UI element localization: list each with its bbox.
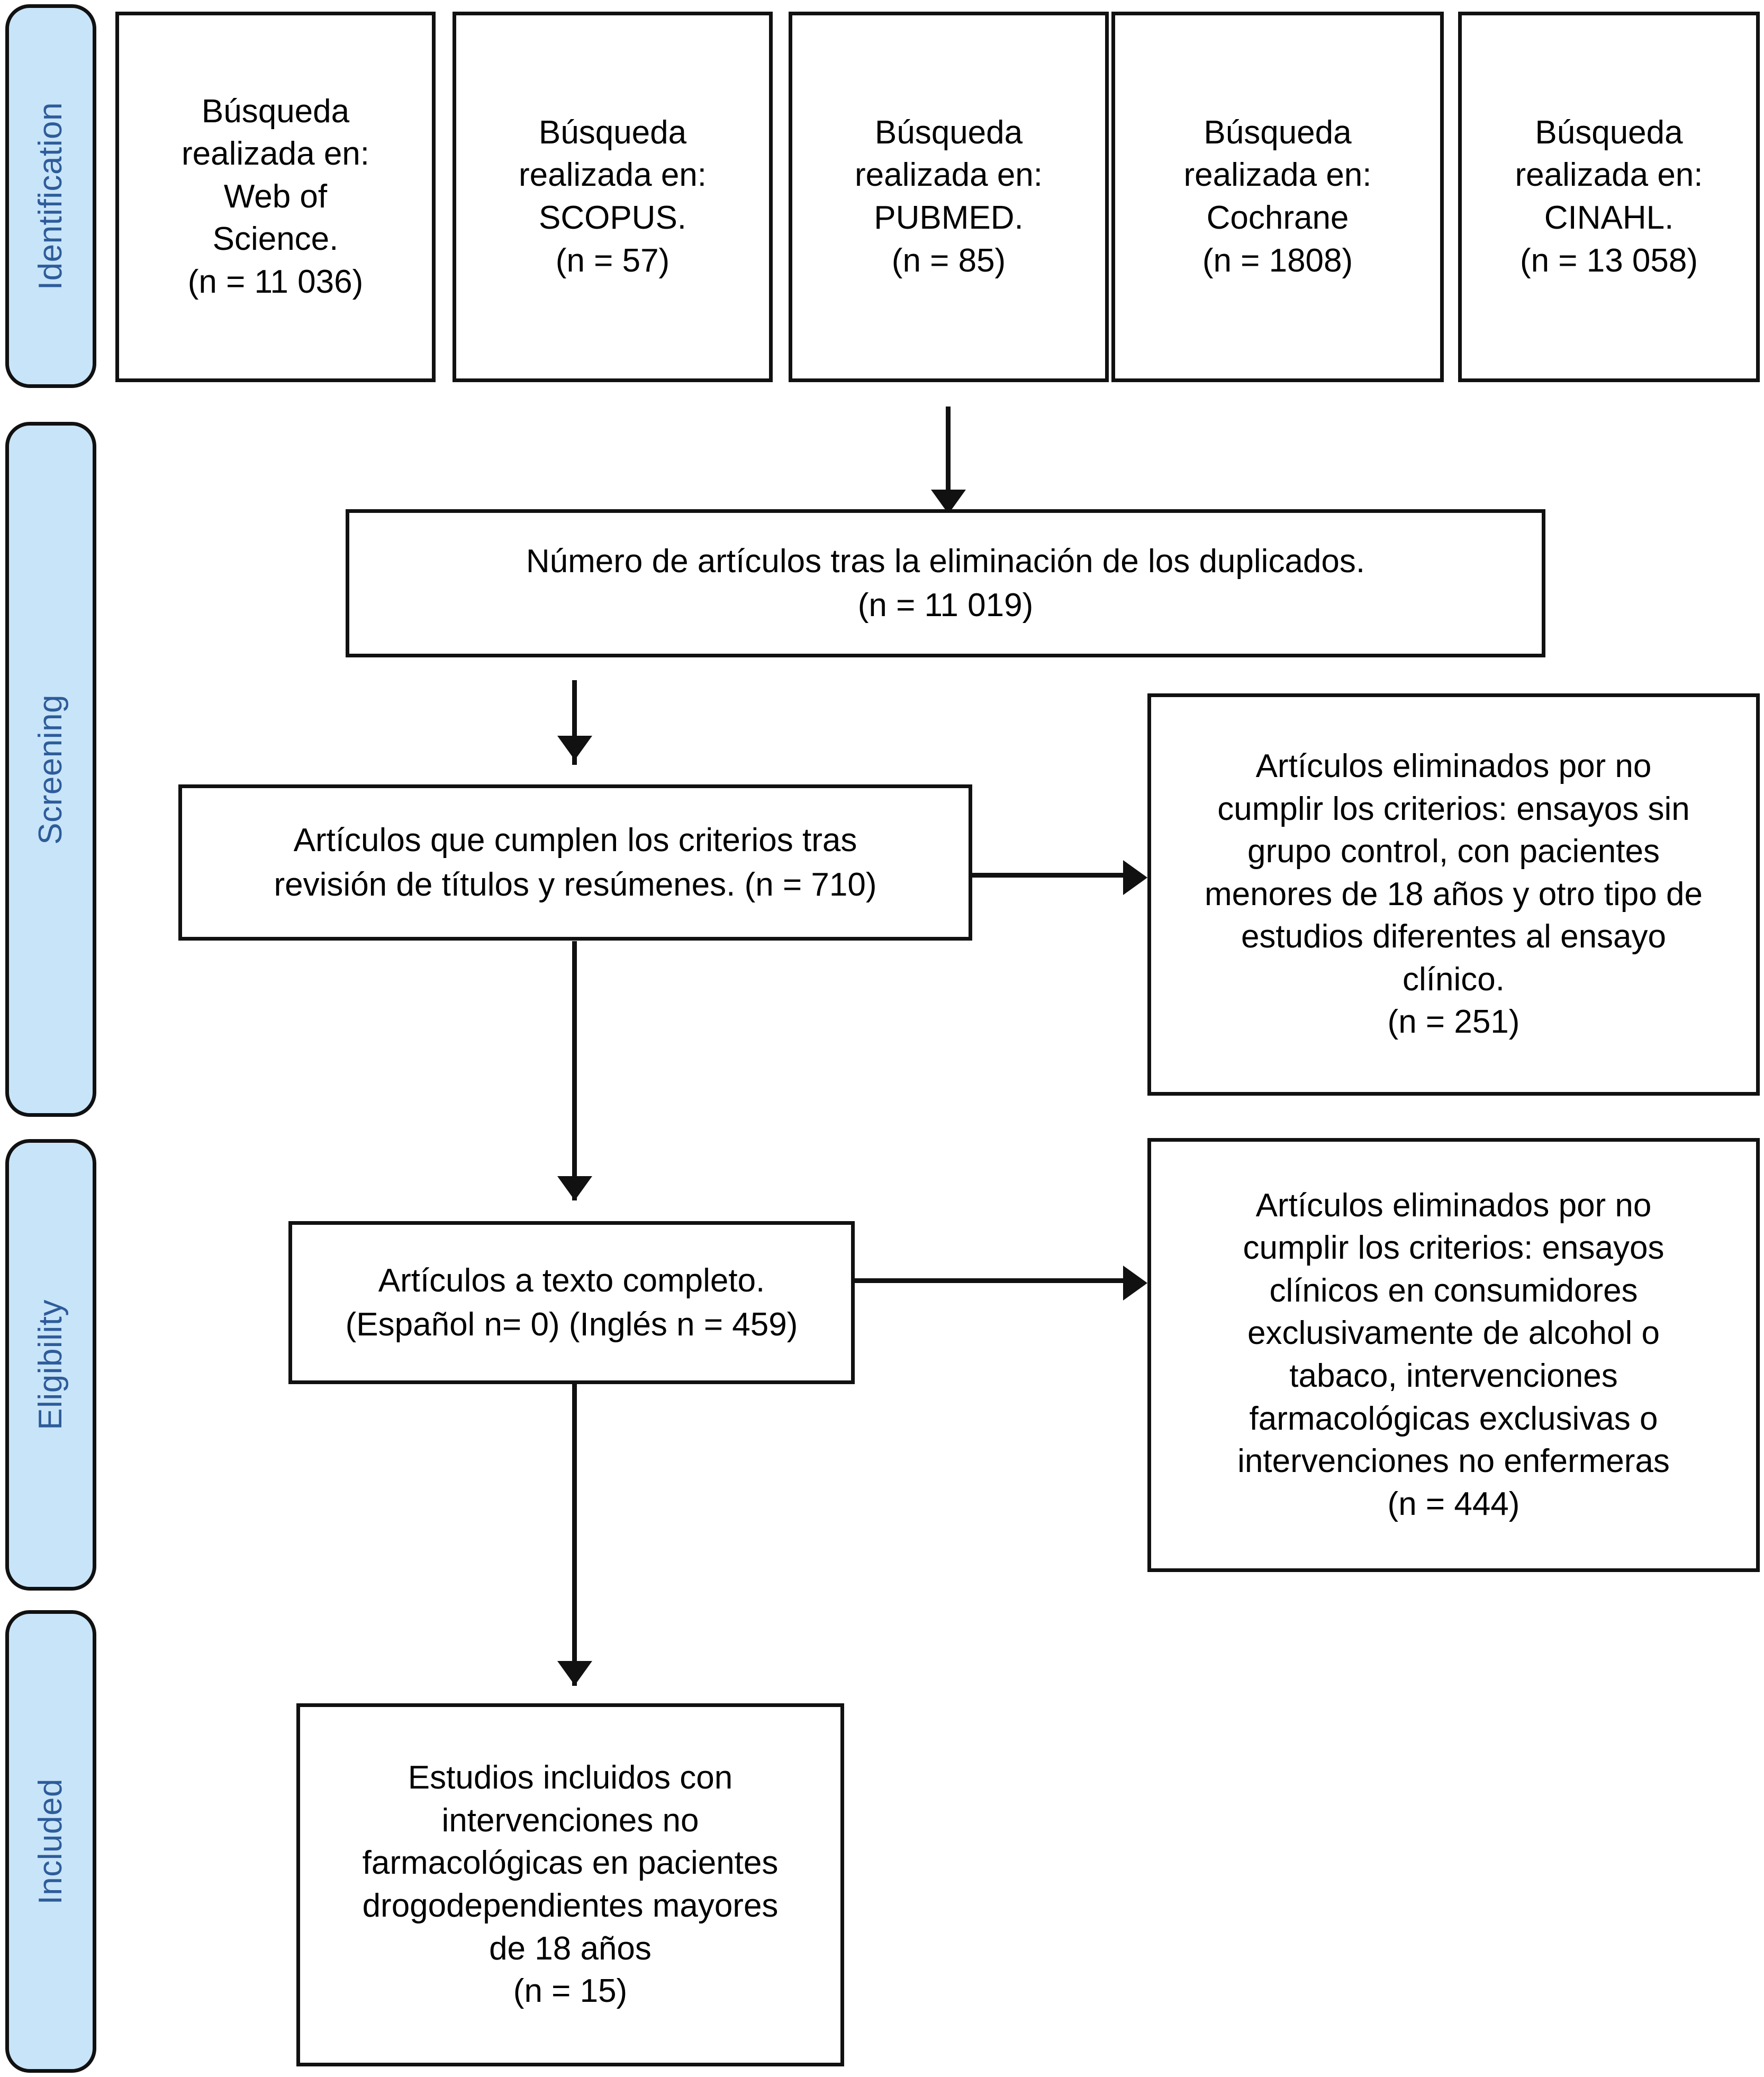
source-text-pubmed: Búsqueda realizada en: PUBMED. (n = 85) xyxy=(854,114,1043,279)
connector-screened-to-full-text xyxy=(572,941,577,1200)
stage-pill-identification: Identification xyxy=(5,4,96,388)
arrowhead-full-text-to-exclusion-2 xyxy=(1123,1266,1147,1301)
box-title-abstract-screened: Artículos que cumplen los criterios tras… xyxy=(178,784,972,941)
text-full-text-articles: Artículos a texto completo. (Español n= … xyxy=(345,1262,798,1343)
stage-label-identification: Identification xyxy=(32,102,69,291)
text-exclusion-screening: Artículos eliminados por no cumplir los … xyxy=(1205,747,1703,1041)
stage-label-included: Included xyxy=(32,1778,69,1905)
text-included-studies: Estudios incluidos con intervenciones no… xyxy=(362,1759,779,2010)
source-text-cochrane: Búsqueda realizada en: Cochrane (n = 180… xyxy=(1183,114,1372,279)
stage-pill-eligibility: Eligibility xyxy=(5,1139,96,1591)
source-text-web-of-science: Búsqueda realizada en: Web of Science. (… xyxy=(181,93,370,300)
connector-screened-to-exclusion-1 xyxy=(971,873,1132,878)
box-included-studies: Estudios incluidos con intervenciones no… xyxy=(296,1703,844,2066)
connector-full-text-to-exclusion-2 xyxy=(853,1278,1132,1283)
box-exclusion-screening: Artículos eliminados por no cumplir los … xyxy=(1147,693,1760,1096)
box-exclusion-eligibility: Artículos eliminados por no cumplir los … xyxy=(1147,1138,1760,1572)
stage-pill-screening: Screening xyxy=(5,422,96,1117)
connector-full-text-to-included xyxy=(572,1384,577,1686)
source-box-pubmed: Búsqueda realizada en: PUBMED. (n = 85) xyxy=(789,12,1109,382)
arrowhead-screened-to-exclusion-1 xyxy=(1123,860,1147,895)
arrowhead-screened-to-full-text xyxy=(557,1176,592,1200)
source-text-cinahl: Búsqueda realizada en: CINAHL. (n = 13 0… xyxy=(1515,114,1703,279)
source-box-web-of-science: Búsqueda realizada en: Web of Science. (… xyxy=(115,12,436,382)
text-title-abstract-screened: Artículos que cumplen los criterios tras… xyxy=(274,822,877,903)
source-box-scopus: Búsqueda realizada en: SCOPUS. (n = 57) xyxy=(453,12,773,382)
source-box-cochrane: Búsqueda realizada en: Cochrane (n = 180… xyxy=(1111,12,1444,382)
stage-label-eligibility: Eligibility xyxy=(32,1299,69,1430)
connector-sources-to-duplicates xyxy=(946,407,951,514)
text-exclusion-eligibility: Artículos eliminados por no cumplir los … xyxy=(1237,1187,1670,1522)
text-duplicates-removed: Número de artículos tras la eliminación … xyxy=(526,543,1365,624)
box-full-text-articles: Artículos a texto completo. (Español n= … xyxy=(288,1221,855,1384)
arrowhead-duplicates-to-screened xyxy=(557,736,592,760)
stage-label-screening: Screening xyxy=(32,694,69,845)
arrowhead-full-text-to-included xyxy=(557,1661,592,1685)
connector-duplicates-to-screened xyxy=(572,680,577,765)
source-text-scopus: Búsqueda realizada en: SCOPUS. (n = 57) xyxy=(518,114,707,279)
source-box-cinahl: Búsqueda realizada en: CINAHL. (n = 13 0… xyxy=(1458,12,1760,382)
box-duplicates-removed: Número de artículos tras la eliminación … xyxy=(346,509,1545,657)
stage-pill-included: Included xyxy=(5,1610,96,2073)
